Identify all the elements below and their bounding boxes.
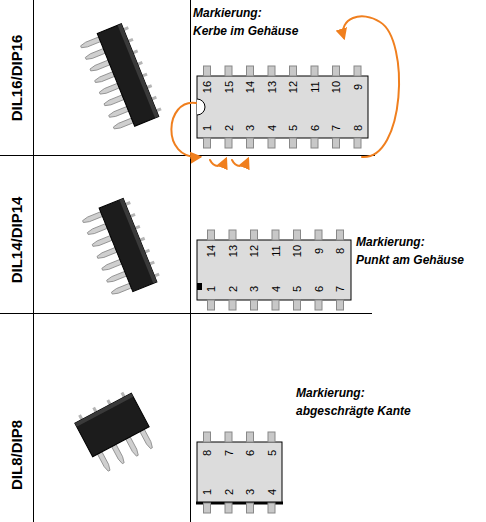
pin	[337, 300, 344, 310]
pin-number: 10	[331, 81, 342, 93]
pin-number: 13	[266, 81, 277, 93]
pin	[290, 66, 297, 76]
pin	[268, 66, 275, 76]
pin	[311, 138, 318, 148]
marking-heading: Markierung:	[296, 386, 365, 400]
pin-number: 2	[223, 489, 234, 495]
pin-number: 4	[270, 286, 281, 292]
pin-number: 5	[292, 286, 303, 292]
pin-number: 2	[227, 286, 238, 292]
pin-number: 8	[352, 125, 363, 131]
pin-number: 7	[335, 286, 346, 292]
pin-number: 6	[245, 450, 256, 456]
pin-number: 11	[270, 245, 281, 256]
pin	[225, 432, 232, 442]
pin-number: 13	[227, 245, 238, 257]
pin	[290, 138, 297, 148]
pin	[272, 300, 279, 310]
counting-arrows	[171, 16, 399, 166]
pin-number: 12	[288, 81, 299, 93]
pin-number: 5	[288, 125, 299, 131]
pin	[208, 230, 215, 240]
pin-number: 1	[202, 489, 213, 495]
pin	[315, 300, 322, 310]
pin	[333, 66, 340, 76]
pin-number: 7	[223, 450, 234, 456]
pin-number: 6	[309, 125, 320, 131]
package-name: DIL8/DIP8	[9, 420, 24, 490]
pin	[311, 66, 318, 76]
pin	[268, 138, 275, 148]
marking-heading: Markierung:	[193, 6, 262, 20]
pin	[337, 230, 344, 240]
pin	[247, 66, 254, 76]
marking-description: abgeschrägte Kante	[296, 404, 411, 418]
table-grid	[0, 0, 375, 522]
pin	[354, 66, 361, 76]
pin-number: 1	[206, 286, 217, 292]
pin	[204, 432, 211, 442]
pin	[294, 230, 301, 240]
pin	[225, 138, 232, 148]
chip-photo	[81, 197, 162, 300]
chip-pins	[204, 66, 362, 513]
pin-number: 15	[223, 81, 234, 93]
pin	[247, 138, 254, 148]
pin-number: 10	[292, 245, 303, 257]
pin-number: 3	[245, 489, 256, 495]
pin-number: 14	[206, 245, 217, 257]
pin-number: 1	[202, 125, 213, 131]
pin	[208, 300, 215, 310]
pin	[268, 503, 275, 513]
pin	[247, 503, 254, 513]
package-name: DIL14/DIP14	[9, 197, 24, 284]
pin-number: 3	[249, 286, 260, 292]
pin-number: 12	[249, 245, 260, 257]
pin	[315, 230, 322, 240]
pin-number: 9	[352, 84, 363, 90]
pin-number: 8	[335, 248, 346, 254]
chip-diagrams	[196, 76, 368, 503]
pin	[251, 230, 258, 240]
pin	[229, 300, 236, 310]
pin-number: 5	[266, 450, 277, 456]
pin	[251, 300, 258, 310]
pin-number: 14	[245, 81, 256, 93]
chip-photo	[72, 389, 158, 475]
pin	[204, 503, 211, 513]
pin-number: 6	[313, 286, 324, 292]
pin-number: 2	[223, 125, 234, 131]
pin-number: 8	[202, 450, 213, 456]
pin	[229, 230, 236, 240]
chip-photos	[72, 22, 163, 475]
pin	[204, 66, 211, 76]
pin	[354, 138, 361, 148]
package-name: DIL16/DIP16	[9, 35, 24, 122]
pin	[247, 432, 254, 442]
chip-photo	[79, 22, 164, 134]
pin-number: 4	[266, 125, 277, 131]
pin-number: 11	[309, 81, 320, 92]
pin-number: 4	[266, 489, 277, 495]
marking-description: Kerbe im Gehäuse	[193, 24, 298, 38]
pin-number: 3	[245, 125, 256, 131]
pin	[333, 138, 340, 148]
pin	[225, 66, 232, 76]
pin	[294, 300, 301, 310]
pin-number: 16	[202, 81, 213, 93]
marking-description: Punkt am Gehäuse	[356, 253, 464, 267]
pin	[268, 432, 275, 442]
pin-number: 9	[313, 248, 324, 254]
pin	[272, 230, 279, 240]
marking-heading: Markierung:	[356, 235, 425, 249]
pin	[204, 138, 211, 148]
pin-number: 7	[331, 125, 342, 131]
pin	[225, 503, 232, 513]
